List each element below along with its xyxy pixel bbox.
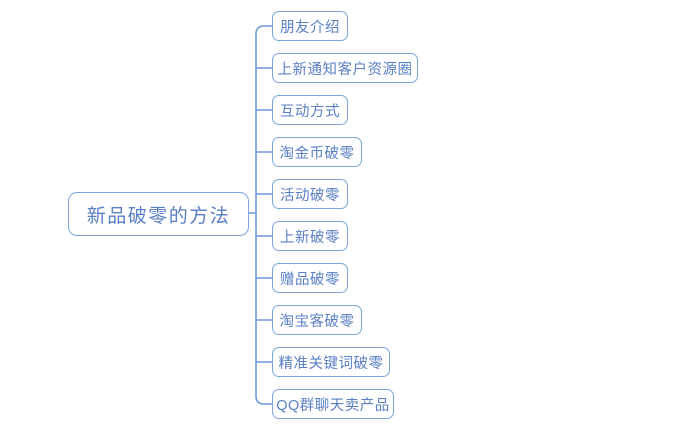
root-node-label: 新品破零的方法	[86, 205, 231, 227]
branch-node-label: 上新破零	[280, 229, 340, 246]
branch-node[interactable]: 朋友介绍	[272, 11, 348, 41]
branch-node[interactable]: 赠品破零	[272, 263, 348, 293]
branch-node[interactable]: 互动方式	[272, 95, 348, 125]
branch-node[interactable]: 上新破零	[272, 221, 348, 251]
branch-node-label: 赠品破零	[280, 271, 340, 288]
branch-node-label: 淘金币破零	[279, 145, 355, 162]
root-node[interactable]: 新品破零的方法	[68, 192, 249, 236]
branch-node-label: QQ群聊天卖产品	[276, 397, 390, 414]
branch-node[interactable]: 精准关键词破零	[272, 347, 390, 377]
branch-node-label: 朋友介绍	[280, 19, 340, 36]
branch-node[interactable]: 上新通知客户资源圈	[272, 53, 418, 83]
branch-node[interactable]: 淘金币破零	[272, 137, 362, 167]
branch-node-label: 活动破零	[280, 187, 340, 204]
branch-node[interactable]: 活动破零	[272, 179, 348, 209]
branch-node-label: 上新通知客户资源圈	[277, 61, 413, 78]
branch-node-label: 淘宝客破零	[279, 313, 355, 330]
branch-node[interactable]: 淘宝客破零	[272, 305, 362, 335]
connector-path	[248, 25, 273, 405]
branch-node-label: 精准关键词破零	[278, 355, 384, 372]
branch-node-label: 互动方式	[280, 103, 340, 120]
branch-node[interactable]: QQ群聊天卖产品	[272, 389, 394, 419]
